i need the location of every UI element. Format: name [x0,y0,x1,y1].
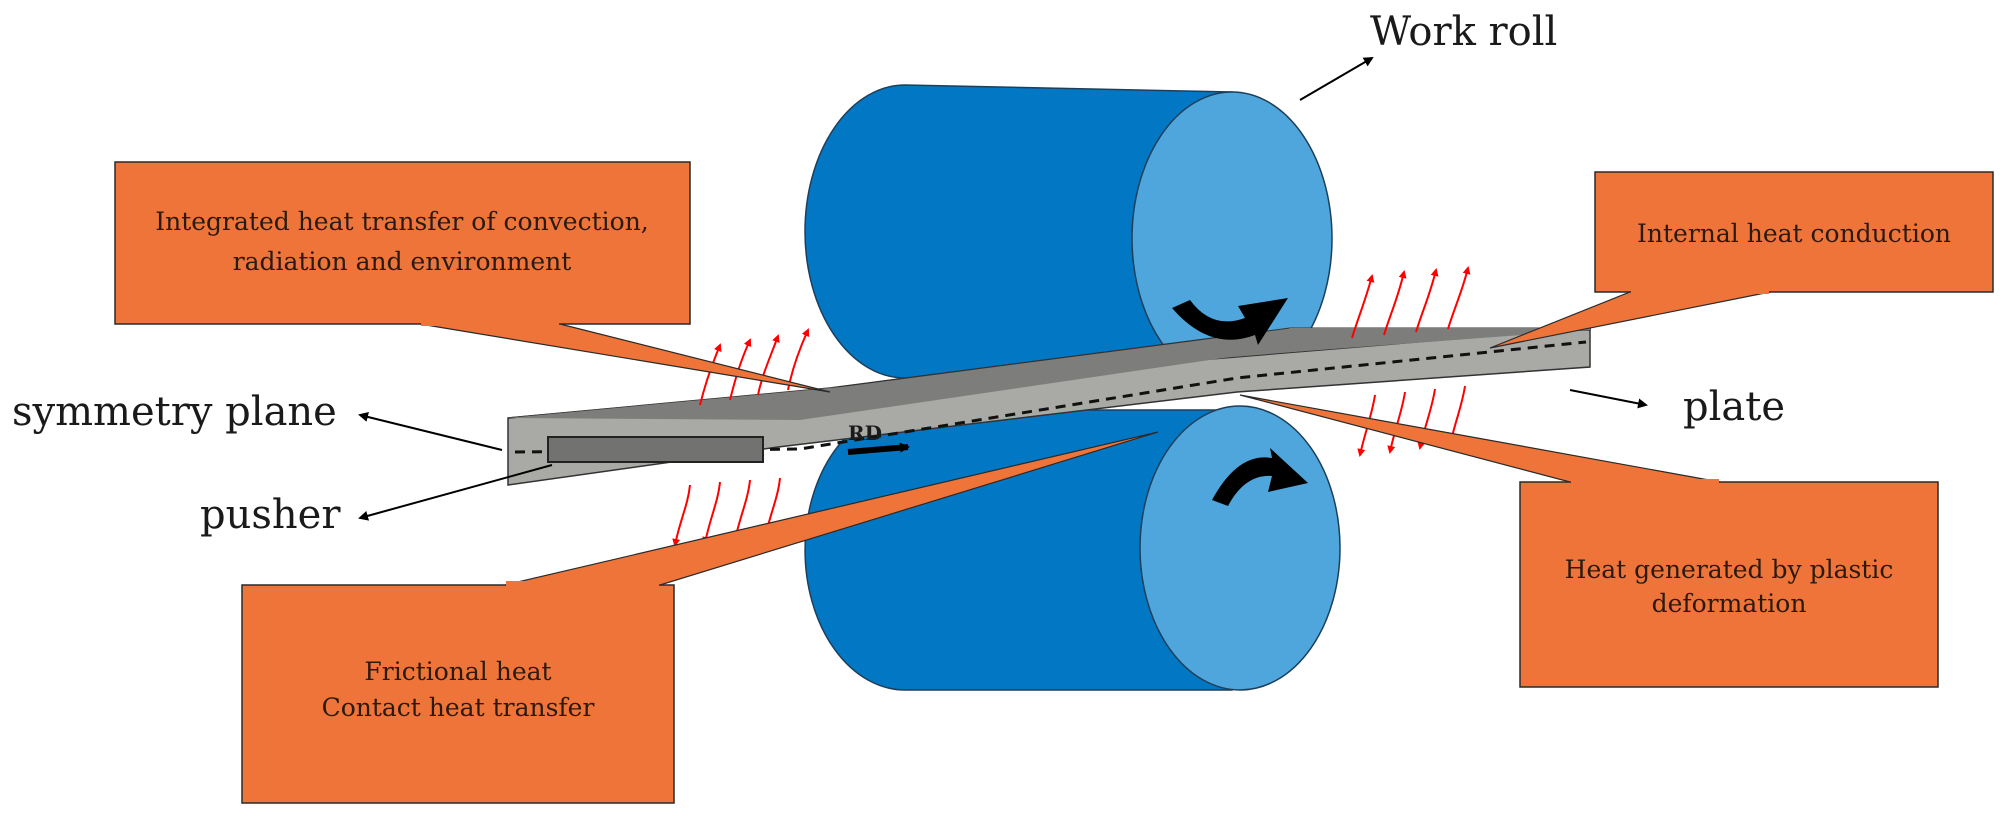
plate-arrow [1569,389,1648,409]
callout-convection-line1: Integrated heat transfer of convection, [155,207,649,236]
callout-friction-line1: Frictional heat [364,657,551,686]
callout-friction-line2: Contact heat transfer [322,693,595,722]
pusher-block [547,436,764,463]
pusher-label: pusher [200,492,341,538]
rd-label: RD [848,421,882,445]
pusher-arrow [358,464,553,521]
symmetry-plane-arrow [358,412,503,451]
plate-label: plate [1683,384,1785,430]
callout-plastic-line2: deformation [1652,589,1807,618]
leader-arrows [358,56,1648,521]
callout-plastic-line1: Heat generated by plastic [1565,555,1894,584]
work-roll-arrow [1299,56,1374,101]
callout-internal: Internal heat conduction [1489,171,1994,349]
callout-convection: Integrated heat transfer of convection, … [114,161,831,393]
callout-plastic: Heat generated by plastic deformation [1239,394,1939,688]
plate [507,327,1591,486]
heat-arrows-top-right [1351,266,1471,339]
callout-convection-line2: radiation and environment [233,247,572,276]
work-roll-label: Work roll [1370,9,1557,55]
roll-rotation-arrows [1172,298,1308,506]
callout-friction: Frictional heat Contact heat transfer [241,431,1159,804]
symmetry-plane-label: symmetry plane [12,389,337,435]
callout-internal-line1: Internal heat conduction [1637,219,1951,248]
